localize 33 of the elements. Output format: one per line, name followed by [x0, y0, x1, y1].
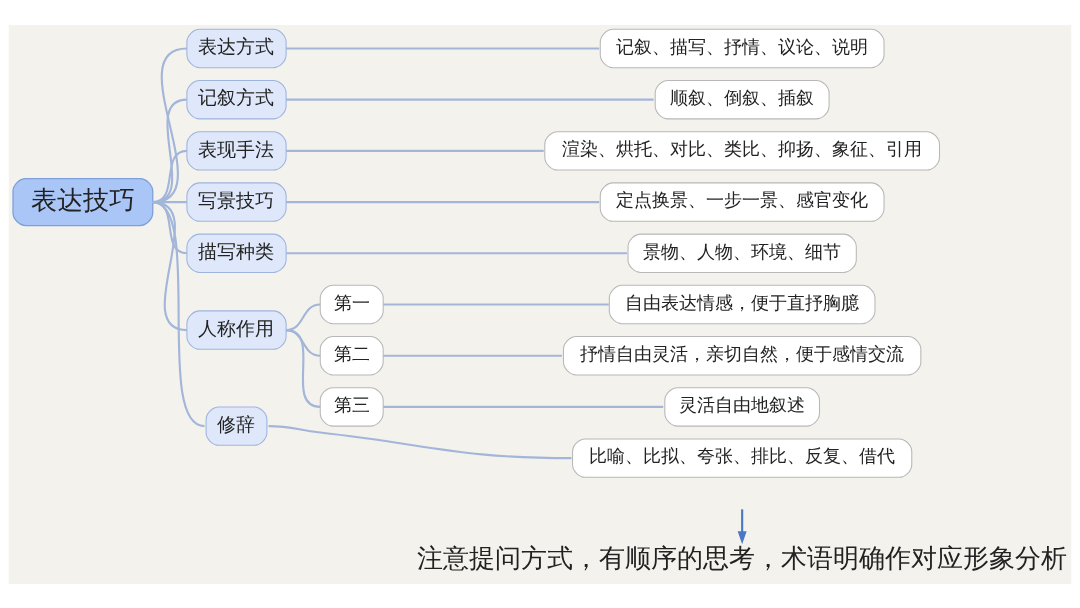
connector [152, 200, 205, 427]
node-box: 第三 [319, 386, 384, 427]
node-box: 渲染、烘托、对比、类比、抑扬、象征、引用 [544, 130, 941, 171]
node-box: 顺叙、倒叙、插叙 [654, 79, 830, 119]
connector [383, 354, 562, 357]
node-box: 灵活自由地叙述 [664, 386, 821, 427]
connector [286, 46, 600, 50]
connector [286, 251, 627, 254]
node-box: 写景技巧 [186, 181, 287, 222]
connector [286, 149, 544, 152]
connector [286, 200, 600, 203]
node-text: 注意提问方式，有顺序的思考，术语明确作对应形象分析 [417, 542, 1068, 573]
node-box: 第一 [319, 284, 384, 324]
connector [383, 405, 664, 408]
node-box: 景物、人物、环境、细节 [627, 233, 857, 273]
connector [286, 98, 654, 101]
node-box: 表达技巧 [12, 177, 154, 226]
arrow [737, 508, 747, 544]
connector [268, 424, 572, 459]
node-box: 比喻、比拟、夸张、排比、反复、借代 [572, 437, 913, 478]
node-box: 表达方式 [186, 28, 287, 68]
node-box: 自由表达情感，便于直抒胸臆 [608, 284, 876, 324]
connector [383, 302, 609, 306]
node-box: 第二 [319, 335, 384, 375]
node-box: 描写种类 [186, 233, 287, 273]
connector [285, 328, 321, 408]
node-box: 记叙方式 [186, 79, 287, 119]
node-box: 记叙、描写、抒情、议论、说明 [599, 28, 885, 68]
node-box: 人称作用 [186, 309, 287, 350]
node-box: 抒情自由灵活，亲切自然，便于感情交流 [562, 335, 922, 375]
node-box: 修辞 [205, 405, 268, 446]
node-box: 定点换景、一步一景、感官变化 [599, 181, 885, 222]
node-box: 表现手法 [186, 130, 287, 171]
